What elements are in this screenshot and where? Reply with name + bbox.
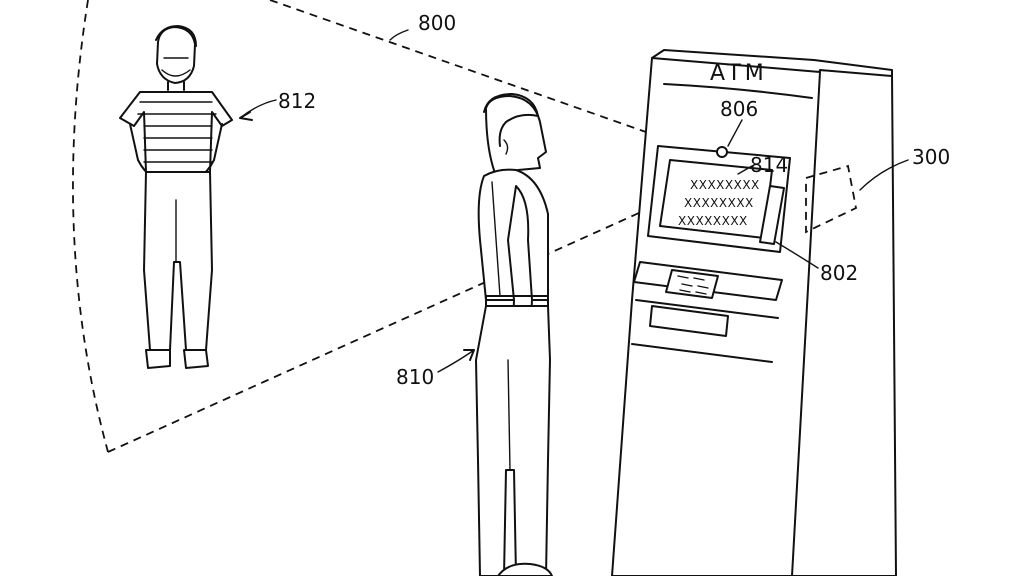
label-806: 806: [720, 97, 758, 121]
atm-title: ATM: [710, 61, 768, 86]
label-812: 812: [278, 89, 316, 113]
label-800: 800: [418, 11, 456, 35]
screen-line-1: XXXXXXXX: [690, 178, 760, 192]
screen-line-3: XXXXXXXX: [678, 214, 748, 228]
leader-lines: [239, 29, 909, 373]
label-810: 810: [396, 365, 434, 389]
screen-line-2: XXXXXXXX: [684, 196, 754, 210]
bystander-figure-812: [119, 25, 233, 369]
device-300-outline: [805, 164, 858, 234]
label-814: 814: [750, 153, 788, 177]
user-figure-810: [475, 93, 553, 576]
atm-kiosk: [611, 49, 897, 576]
label-802: 802: [820, 261, 858, 285]
label-300: 300: [912, 145, 950, 169]
